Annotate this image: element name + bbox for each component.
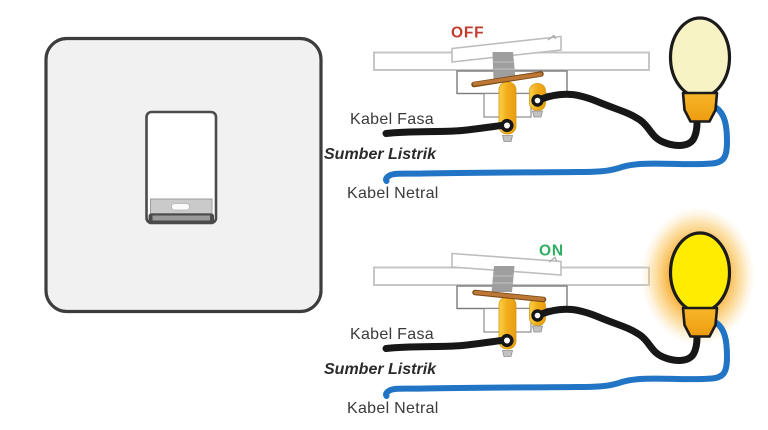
- terminal-screw: [531, 325, 544, 333]
- label-source-bottom: Sumber Listrik: [324, 361, 437, 378]
- label-phase-bottom: Kabel Fasa: [350, 326, 434, 343]
- wire-lug-hole: [504, 337, 510, 344]
- wall-switch-plate: [44, 36, 323, 314]
- state-label-on: ON: [539, 243, 564, 260]
- wire-lug-hole: [534, 97, 541, 104]
- wire-lug-hole: [504, 122, 510, 129]
- plunger: [492, 52, 516, 79]
- contact-lever-open: [472, 72, 543, 86]
- bulb-base: [681, 306, 719, 338]
- rocker-arm-tab: [548, 256, 558, 263]
- label-neutral-bottom: Kabel Netral: [347, 400, 439, 417]
- rocker-arm-off: [451, 35, 562, 63]
- rocker-arm-on: [451, 252, 562, 276]
- labels-bottom: Kabel Fasa Sumber Listrik Kabel Netral: [324, 326, 439, 417]
- phase-wire: [382, 122, 506, 137]
- neutral-wire: [383, 105, 731, 184]
- bulb-on: [668, 231, 732, 314]
- phase-wire: [382, 337, 506, 352]
- label-neutral-top: Kabel Netral: [347, 185, 439, 202]
- neutral-wire: [383, 320, 731, 399]
- plunger: [491, 266, 515, 292]
- label-source-top: Sumber Listrik: [324, 146, 437, 163]
- wire-lug-hole: [534, 312, 541, 319]
- terminal-screw: [531, 110, 544, 118]
- lamp-wire: [536, 305, 701, 364]
- bulb-base: [681, 91, 719, 123]
- labels-top: Kabel Fasa Sumber Listrik Kabel Netral: [324, 111, 439, 202]
- rocker-bottom-bevel: [152, 215, 210, 221]
- contact-lever-closed: [473, 290, 545, 302]
- lamp-wire: [536, 90, 701, 149]
- diagram-on: ON: [373, 207, 755, 399]
- terminal-screw: [501, 135, 514, 142]
- rocker-arm-tab: [547, 34, 557, 41]
- diagram-off: OFF: [373, 16, 732, 184]
- bulb-off: [668, 16, 732, 99]
- label-phase-top: Kabel Fasa: [350, 111, 434, 128]
- state-label-off: OFF: [451, 25, 484, 42]
- terminal-screw: [501, 350, 514, 357]
- rocker-indicator: [171, 203, 190, 211]
